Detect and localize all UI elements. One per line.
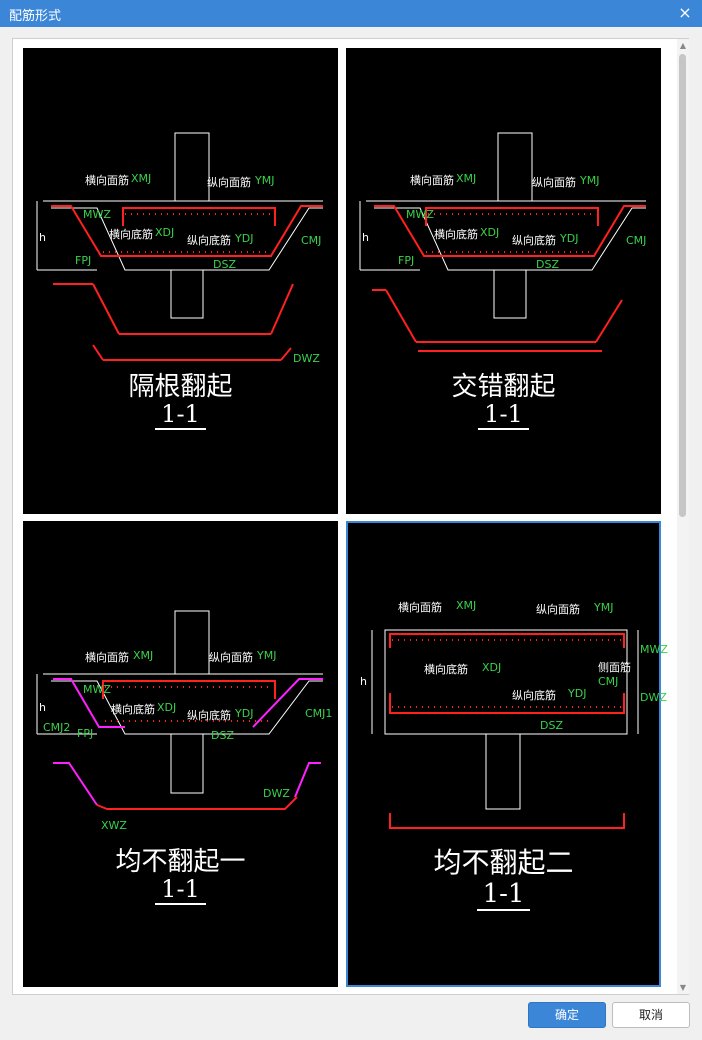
- label-longitudinal-bottom-bar: 纵向底筋: [187, 234, 231, 247]
- section-label: 1-1: [155, 400, 206, 430]
- label-longitudinal-top-bar: 纵向面筋: [207, 176, 251, 189]
- label-ydj: YDJ: [235, 232, 254, 245]
- label-transverse-bottom-bar: 横向底筋: [111, 703, 155, 716]
- close-icon[interactable]: ×: [678, 3, 692, 22]
- label-longitudinal-bottom-bar: 纵向底筋: [512, 689, 556, 702]
- scroll-up-arrow-icon[interactable]: ▲: [679, 41, 687, 50]
- section-label: 1-1: [476, 879, 531, 911]
- label-transverse-top-bar: 横向面筋: [398, 601, 442, 614]
- label-height: h: [39, 231, 46, 244]
- label-mwz: MWZ: [640, 643, 668, 656]
- option-title: 交错翻起: [451, 372, 556, 402]
- label-xmj: XMJ: [456, 172, 477, 185]
- rebar-diagram-no-bend-two: [371, 629, 639, 829]
- label-cmj2: CMJ2: [43, 721, 71, 734]
- ok-button[interactable]: 确定: [528, 1002, 606, 1028]
- option-title: 均不翻起一: [115, 847, 246, 877]
- label-mwz: MWZ: [83, 208, 111, 221]
- label-xdj: XDJ: [480, 226, 500, 239]
- section-label: 1-1: [155, 875, 206, 905]
- label-height: h: [360, 675, 367, 688]
- dialog-titlebar: 配筋形式 ×: [0, 0, 702, 27]
- label-dwz: DWZ: [293, 352, 320, 365]
- label-transverse-top-bar: 横向面筋: [410, 174, 454, 187]
- label-cmj: CMJ: [301, 234, 322, 247]
- scrollbar-thumb[interactable]: [679, 54, 686, 517]
- option-card-no-bend-two[interactable]: 横向面筋 XMJ 纵向面筋 YMJ 横向底筋 XDJ 纵向底筋 YDJ 侧面筋 …: [346, 521, 668, 987]
- label-ydj: YDJ: [560, 232, 579, 245]
- label-fpj: FPJ: [398, 254, 415, 267]
- label-mwz: MWZ: [406, 208, 434, 221]
- section-mark: 1-1: [348, 879, 659, 911]
- label-height: h: [39, 701, 46, 714]
- label-transverse-top-bar: 横向面筋: [85, 174, 129, 187]
- label-dsz: DSZ: [213, 258, 236, 271]
- label-xmj: XMJ: [456, 599, 477, 612]
- rebar-diagram-staggered-bend: [359, 132, 646, 352]
- label-dsz: DSZ: [211, 729, 234, 742]
- option-card-alternate-bend[interactable]: 横向面筋 XMJ 纵向面筋 YMJ 横向底筋 XDJ 纵向底筋 YDJ CMJ …: [23, 48, 338, 514]
- label-longitudinal-bottom-bar: 纵向底筋: [187, 709, 231, 722]
- label-mwz: MWZ: [83, 683, 111, 696]
- label-longitudinal-bottom-bar: 纵向底筋: [512, 234, 556, 247]
- label-ydj: YDJ: [568, 687, 587, 700]
- label-xmj: XMJ: [133, 649, 154, 662]
- label-ydj: YDJ: [235, 707, 254, 720]
- label-side-bar: 侧面筋: [598, 661, 631, 674]
- label-xdj: XDJ: [155, 226, 175, 239]
- label-fpj: FPJ: [75, 254, 92, 267]
- label-ymj: YMJ: [580, 174, 600, 187]
- section-mark: 1-1: [23, 400, 338, 430]
- label-dsz: DSZ: [536, 258, 559, 271]
- option-card-no-bend-one[interactable]: 横向面筋 XMJ 纵向面筋 YMJ 横向底筋 XDJ 纵向底筋 YDJ CMJ1…: [23, 521, 338, 987]
- label-xwz: XWZ: [101, 819, 127, 832]
- cancel-button[interactable]: 取消: [612, 1002, 690, 1028]
- section-label: 1-1: [478, 400, 529, 430]
- rebar-diagram-alternate-bend: [36, 132, 323, 361]
- label-cmj: CMJ: [626, 234, 647, 247]
- rebar-diagram-no-bend-one: [36, 610, 323, 810]
- label-transverse-bottom-bar: 横向底筋: [434, 228, 478, 241]
- label-transverse-top-bar: 横向面筋: [85, 651, 129, 664]
- option-title: 均不翻起二: [433, 846, 574, 879]
- option-card-staggered-bend[interactable]: 横向面筋 XMJ 纵向面筋 YMJ 横向底筋 XDJ 纵向底筋 YDJ CMJ …: [346, 48, 661, 514]
- label-fpj: FPJ: [77, 727, 94, 740]
- option-title: 隔根翻起: [128, 372, 233, 402]
- label-dwz: DWZ: [263, 787, 290, 800]
- label-transverse-bottom-bar: 横向底筋: [424, 663, 468, 676]
- label-longitudinal-top-bar: 纵向面筋: [536, 603, 580, 616]
- label-longitudinal-top-bar: 纵向面筋: [532, 176, 576, 189]
- label-dwz: DWZ: [640, 691, 667, 704]
- label-ymj: YMJ: [594, 601, 614, 614]
- label-height: h: [362, 231, 369, 244]
- label-xdj: XDJ: [482, 661, 502, 674]
- dialog-title: 配筋形式: [9, 9, 62, 24]
- label-xmj: XMJ: [131, 172, 152, 185]
- label-xdj: XDJ: [157, 701, 177, 714]
- section-mark: 1-1: [346, 400, 661, 430]
- label-ymj: YMJ: [257, 649, 277, 662]
- label-longitudinal-top-bar: 纵向面筋: [209, 651, 253, 664]
- label-ymj: YMJ: [255, 174, 275, 187]
- scroll-down-arrow-icon[interactable]: ▼: [679, 983, 687, 992]
- label-transverse-bottom-bar: 横向底筋: [109, 228, 153, 241]
- label-cmj: CMJ: [598, 675, 619, 688]
- label-dsz: DSZ: [540, 719, 563, 732]
- section-mark: 1-1: [23, 875, 338, 905]
- label-cmj1: CMJ1: [305, 707, 333, 720]
